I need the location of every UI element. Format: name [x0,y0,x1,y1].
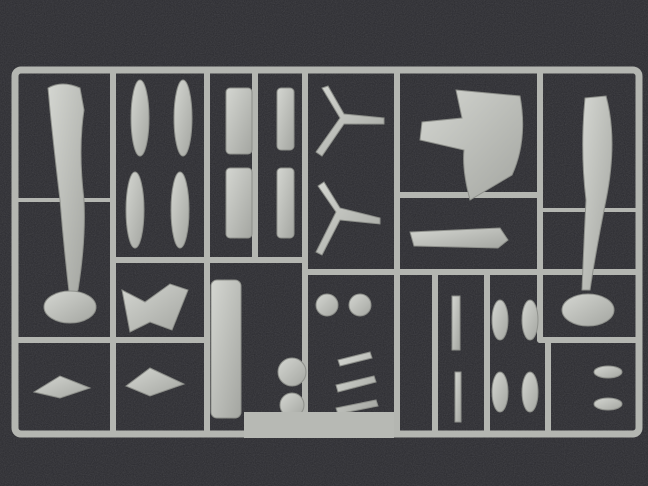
bomb-part [521,371,539,413]
plastic-parts [32,79,623,438]
wheel-hub [277,357,307,387]
exhaust-part [276,167,295,239]
engine-cowling-part [225,167,253,239]
gun-barrel-part [451,295,461,351]
propeller [315,181,381,256]
drop-tank-half [125,171,145,249]
drop-tank-half [130,79,150,157]
drop-tank-half [173,79,193,157]
exhaust-part [276,87,295,151]
tail-plane-right [561,293,615,327]
small-tank [593,365,623,379]
bomb-part [521,299,539,341]
tail-plane-left [43,290,97,324]
cockpit-floor [409,227,509,249]
gun-barrel-part [454,371,462,423]
wheel [315,293,339,317]
drop-tank-half [170,171,190,249]
wing-lower-section [419,89,524,201]
fuselage-half-left [47,83,85,302]
masking-tape-label [244,412,394,438]
bomb-part [491,371,509,413]
wing-long-panel [210,279,242,419]
canopy-part [125,367,186,397]
engine-cowling-part [225,87,253,155]
canopy-part [32,375,92,399]
propeller [315,85,385,157]
wheel [348,293,372,317]
small-tank [593,397,623,411]
bomb-part [491,299,509,341]
fuselage-half-right [581,95,613,291]
wing-root-part [121,283,189,333]
